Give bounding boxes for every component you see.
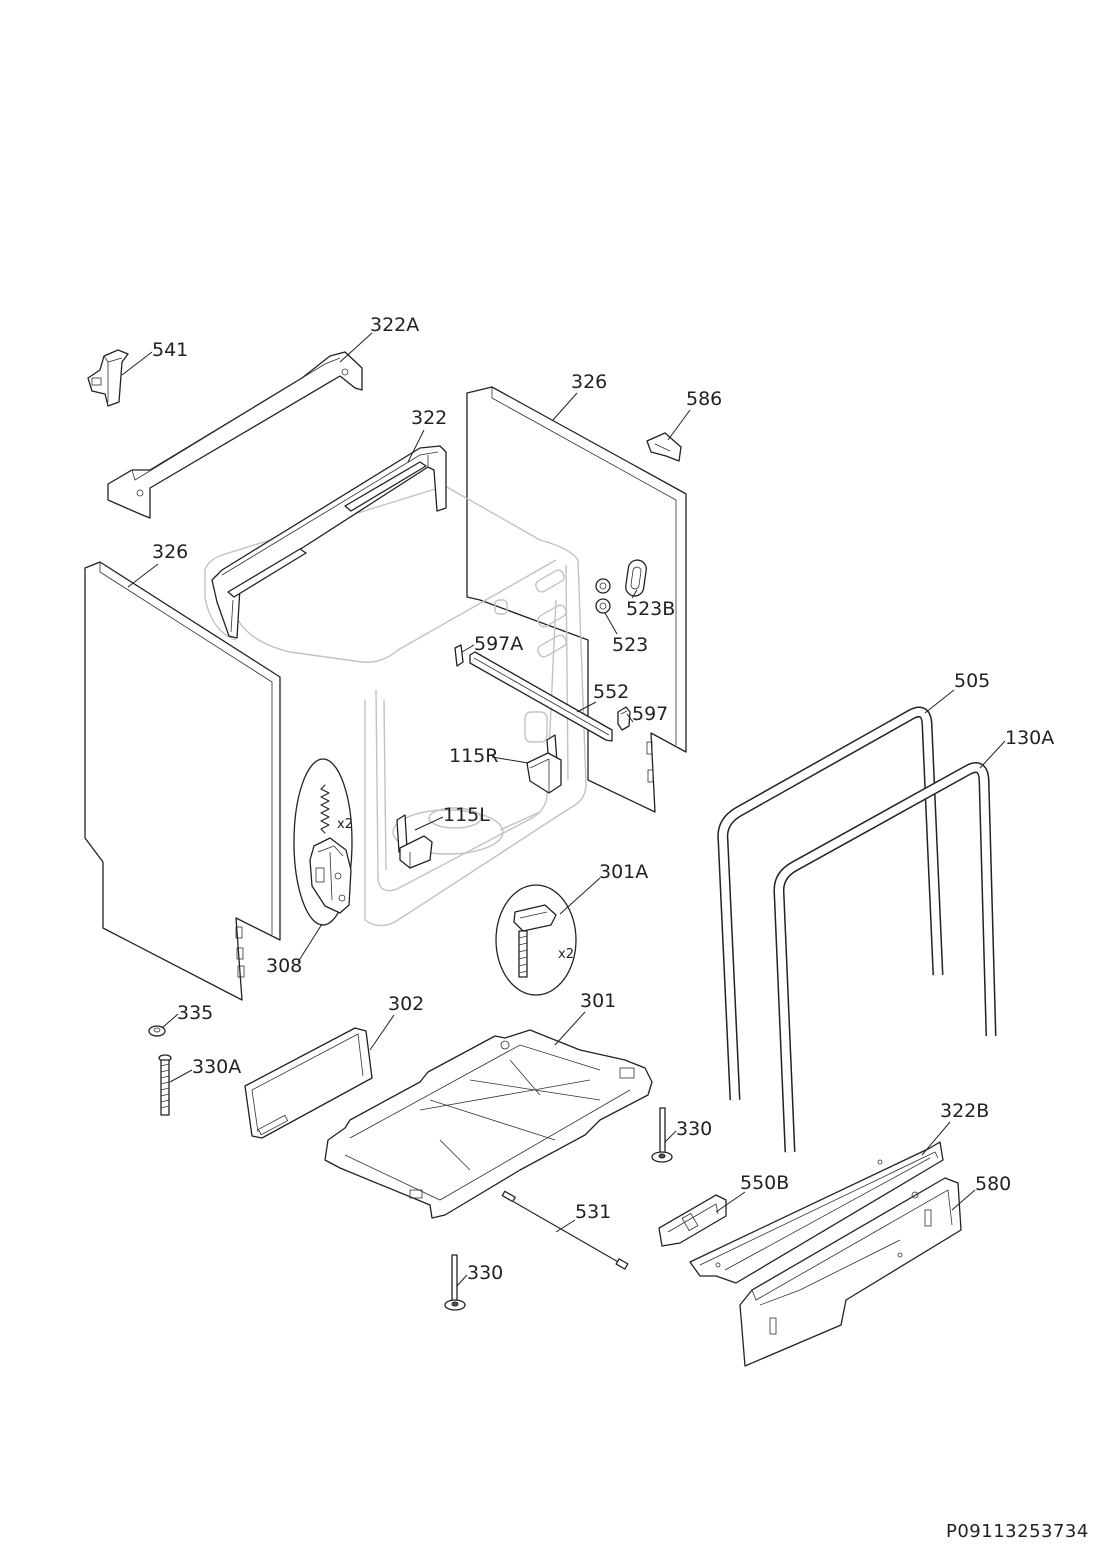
callout-301A: 301A	[599, 861, 648, 883]
callout-552: 552	[593, 681, 629, 703]
callout-580: 580	[975, 1173, 1011, 1195]
leader-line	[576, 701, 597, 713]
leader-line	[554, 1011, 586, 1046]
part-115R-hinge-support	[526, 734, 562, 794]
leader-line	[631, 589, 638, 599]
quantity-mark-301A: x2	[558, 947, 574, 962]
leader-line	[407, 429, 425, 463]
callout-531: 531	[575, 1201, 611, 1223]
part-580-plate	[739, 1177, 962, 1367]
callout-523B: 523B	[626, 598, 675, 620]
callout-labels: 541 322A 326 586 322 326 523B 523 597A 5…	[152, 314, 1054, 1284]
leader-line	[552, 392, 578, 421]
leader-line	[297, 923, 323, 963]
leader-line	[161, 1013, 179, 1029]
part-586-clip	[646, 432, 682, 462]
leader-lines	[121, 332, 1006, 1287]
callout-322A: 322A	[370, 314, 419, 336]
part-301-base-frame	[324, 1029, 653, 1219]
part-330-foot-bottom	[444, 1254, 466, 1311]
leader-line	[667, 409, 691, 441]
part-326-left-side-panel	[84, 561, 281, 1001]
part-130A-gasket	[773, 762, 997, 1153]
leader-line	[369, 1014, 395, 1051]
callout-597: 597	[632, 703, 668, 725]
part-597A-clip	[454, 644, 464, 667]
callout-330-right: 330	[676, 1118, 712, 1140]
callout-541: 541	[152, 339, 188, 361]
drawing-code: P09113253734	[946, 1521, 1089, 1542]
leader-line	[921, 1121, 951, 1156]
part-115L-hinge-support	[396, 814, 433, 869]
part-322-top-frame	[211, 445, 447, 639]
leader-line	[339, 332, 373, 363]
tub-outline	[204, 485, 587, 927]
leader-line	[951, 1189, 976, 1211]
callout-597A: 597A	[474, 633, 523, 655]
callout-550B: 550B	[740, 1172, 789, 1194]
leader-line	[169, 1069, 193, 1083]
callout-115R: 115R	[449, 745, 498, 767]
part-301A-latch-detail	[495, 884, 577, 996]
leader-line	[555, 1219, 576, 1233]
leader-line	[664, 1130, 677, 1143]
part-326-right-side-panel	[466, 386, 687, 813]
part-552-rail	[469, 651, 613, 742]
part-541-bracket	[87, 349, 129, 407]
callout-130A: 130A	[1005, 727, 1054, 749]
leader-line	[924, 689, 955, 714]
callout-326-left: 326	[152, 541, 188, 563]
leader-line	[979, 740, 1006, 769]
part-330A-screw	[158, 1054, 172, 1116]
part-308-hinge-detail	[293, 758, 353, 926]
leader-line	[456, 1274, 468, 1287]
part-302-panel	[244, 1027, 373, 1139]
callout-330-bottom: 330	[467, 1262, 503, 1284]
callout-326-right: 326	[571, 371, 607, 393]
part-550B-bracket	[658, 1194, 727, 1247]
leader-line	[121, 351, 153, 376]
callout-330A: 330A	[192, 1056, 241, 1078]
callout-586: 586	[686, 388, 722, 410]
part-330-foot-right	[651, 1107, 673, 1163]
part-531-rod	[501, 1190, 629, 1270]
part-322B-bottom-rail	[689, 1141, 944, 1284]
part-597-clip	[617, 706, 631, 731]
leader-line	[559, 877, 601, 915]
callout-505: 505	[954, 670, 990, 692]
callout-308: 308	[266, 955, 302, 977]
part-523-roller	[595, 578, 611, 614]
part-322A-top-rail	[107, 351, 363, 519]
callout-335: 335	[177, 1002, 213, 1024]
callout-322B: 322B	[940, 1100, 989, 1122]
leader-line	[626, 713, 634, 723]
callout-115L: 115L	[443, 804, 490, 826]
quantity-mark-308: x2	[337, 817, 353, 832]
leader-line	[491, 756, 529, 764]
leader-line	[715, 1191, 746, 1213]
leader-line	[127, 563, 159, 588]
part-505-gasket	[717, 706, 944, 1101]
callout-322: 322	[411, 407, 447, 429]
part-335-nut	[148, 1025, 166, 1037]
leader-line	[604, 612, 618, 635]
leader-line	[414, 816, 444, 831]
callout-523: 523	[612, 634, 648, 656]
leader-line	[461, 644, 475, 653]
callout-301: 301	[580, 990, 616, 1012]
callout-302: 302	[388, 993, 424, 1015]
